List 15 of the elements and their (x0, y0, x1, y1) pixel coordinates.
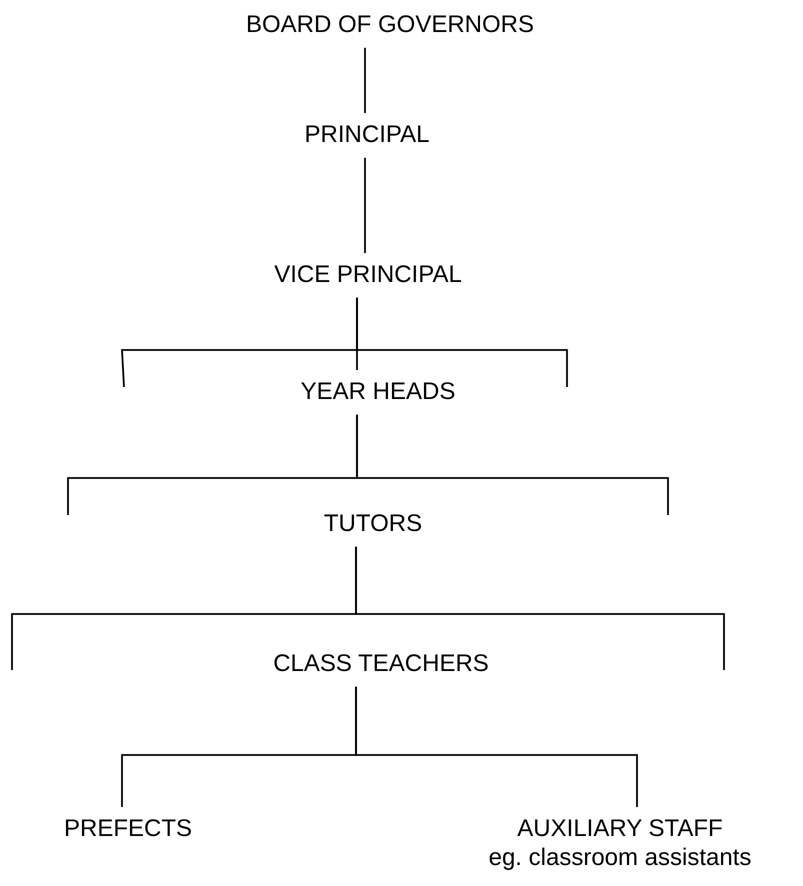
connector-line (356, 298, 568, 387)
connector-line (355, 686, 638, 807)
role-label: TUTORS (324, 510, 422, 539)
role-label: CLASS TEACHERS (273, 650, 489, 679)
role-label: PREFECTS (64, 815, 192, 844)
connector-line (364, 158, 366, 253)
role-label: AUXILIARY STAFF (516, 815, 724, 844)
role-label: BOARD OF GOVERNORS (246, 11, 534, 40)
role-label: VICE PRINCIPAL (274, 261, 462, 290)
role-note: eg. classroom assistants (488, 844, 752, 873)
role-label: YEAR HEADS (300, 378, 456, 407)
connector-line (356, 414, 669, 515)
role-label: PRINCIPAL (304, 121, 430, 150)
connector-line (364, 48, 366, 113)
connector-line (355, 546, 725, 670)
